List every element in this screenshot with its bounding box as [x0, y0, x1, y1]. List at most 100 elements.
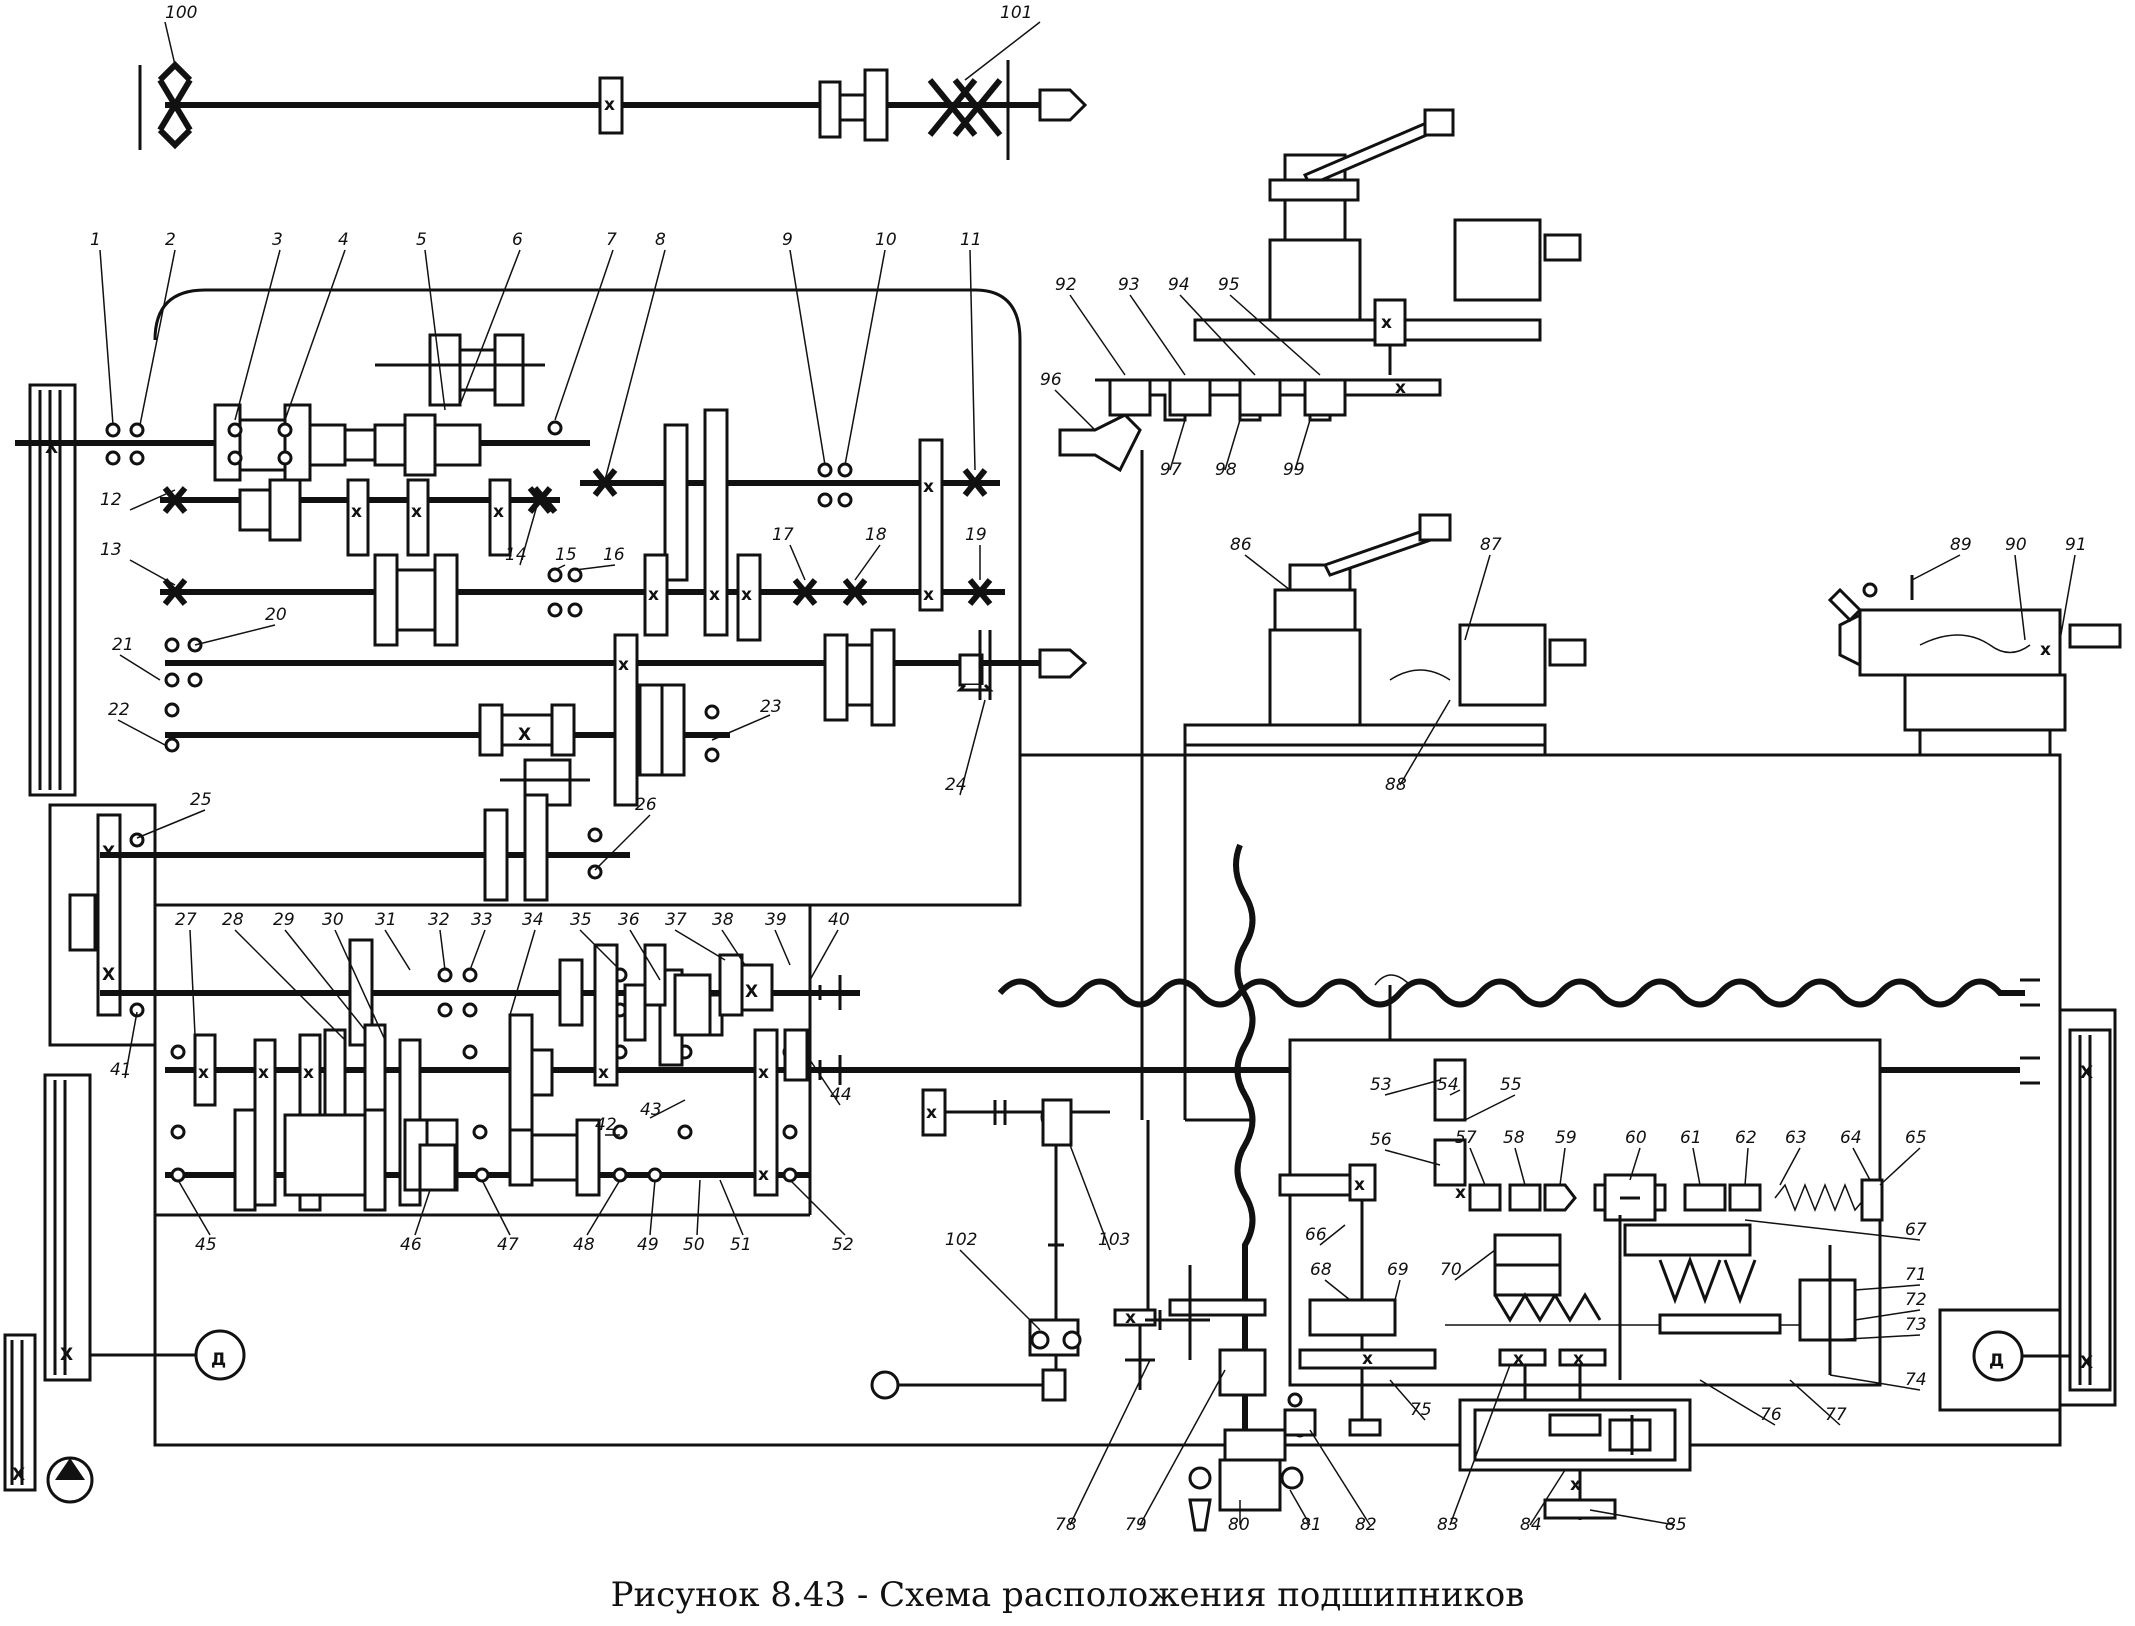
svg-text:103: 103 [1098, 1230, 1130, 1250]
svg-text:11: 11 [960, 230, 982, 250]
svg-text:67: 67 [1905, 1220, 1927, 1240]
svg-text:57: 57 [1455, 1128, 1477, 1148]
svg-text:38: 38 [712, 910, 734, 930]
svg-text:34: 34 [522, 910, 544, 930]
svg-text:x: x [1362, 1349, 1373, 1369]
svg-text:47: 47 [497, 1235, 519, 1255]
svg-text:x: x [758, 1063, 769, 1083]
bearing-100-icon [157, 60, 193, 150]
svg-text:90: 90 [2005, 535, 2027, 555]
svg-text:29: 29 [273, 910, 295, 930]
svg-text:x: x [411, 502, 422, 522]
svg-text:68: 68 [1310, 1260, 1332, 1280]
svg-text:x: x [618, 655, 629, 675]
svg-text:Д: Д [1989, 1351, 2004, 1371]
svg-text:52: 52 [832, 1235, 854, 1255]
svg-text:5: 5 [416, 230, 427, 250]
svg-text:x: x [604, 95, 615, 115]
svg-text:89: 89 [1950, 535, 1972, 555]
headstock-housing [153, 288, 2062, 1447]
svg-text:X: X [518, 725, 531, 745]
svg-text:2: 2 [165, 230, 176, 250]
svg-text:17: 17 [772, 525, 794, 545]
svg-text:56: 56 [1370, 1130, 1392, 1150]
svg-text:x: x [1381, 313, 1392, 333]
svg-text:X: X [12, 1465, 25, 1485]
svg-text:72: 72 [1905, 1290, 1927, 1310]
svg-text:20: 20 [265, 605, 287, 625]
svg-text:10: 10 [875, 230, 897, 250]
svg-text:x: x [1570, 1475, 1581, 1495]
svg-text:71: 71 [1905, 1265, 1927, 1285]
svg-text:21: 21 [112, 635, 134, 655]
headstock-gears: x x x x x x x x x X [213, 333, 1088, 902]
leader-lines [99, 21, 2076, 1526]
lead-screw [997, 974, 2040, 1085]
belt-drive-right: X X Д [1938, 1008, 2117, 1412]
callout-labels: 100 101 1 2 3 4 5 6 7 8 9 10 11 12 13 14… [90, 3, 2087, 1535]
tailstock: x [1827, 575, 2122, 757]
svg-text:85: 85 [1665, 1515, 1687, 1535]
svg-text:x: x [2040, 640, 2051, 660]
svg-text:X: X [102, 965, 115, 985]
svg-text:x: x [1354, 1175, 1365, 1195]
svg-text:26: 26 [635, 795, 657, 815]
svg-text:97: 97 [1160, 460, 1182, 480]
svg-text:53: 53 [1370, 1075, 1392, 1095]
svg-text:82: 82 [1355, 1515, 1377, 1535]
svg-text:35: 35 [570, 910, 592, 930]
svg-text:58: 58 [1503, 1128, 1525, 1148]
svg-text:9: 9 [782, 230, 793, 250]
tool-post-lower [1183, 513, 1587, 747]
svg-text:x: x [198, 1063, 209, 1083]
svg-text:4: 4 [338, 230, 349, 250]
svg-text:73: 73 [1905, 1315, 1927, 1335]
svg-text:92: 92 [1055, 275, 1077, 295]
svg-text:49: 49 [637, 1235, 659, 1255]
svg-text:74: 74 [1905, 1370, 1927, 1390]
svg-text:x: x [648, 585, 659, 605]
svg-text:X: X [2080, 1063, 2093, 1083]
svg-text:x: x [1513, 1349, 1524, 1369]
svg-text:100: 100 [165, 3, 197, 23]
svg-text:x: x [598, 1063, 609, 1083]
svg-text:59: 59 [1555, 1128, 1577, 1148]
svg-text:x: x [923, 585, 934, 605]
svg-text:8: 8 [655, 230, 666, 250]
svg-text:78: 78 [1055, 1515, 1077, 1535]
svg-text:75: 75 [1410, 1400, 1432, 1420]
svg-text:80: 80 [1228, 1515, 1250, 1535]
svg-text:x: x [926, 1103, 937, 1123]
svg-text:88: 88 [1385, 775, 1407, 795]
svg-text:45: 45 [195, 1235, 217, 1255]
svg-text:42: 42 [595, 1115, 617, 1135]
label-100: 100 [165, 3, 197, 23]
clutch-lever: x [870, 1088, 1110, 1402]
svg-text:94: 94 [1168, 275, 1190, 295]
svg-text:x: x [758, 1165, 769, 1185]
tool-post-top: x x [1058, 108, 1582, 473]
svg-text:81: 81 [1300, 1515, 1322, 1535]
svg-text:25: 25 [190, 790, 212, 810]
svg-text:66: 66 [1305, 1225, 1327, 1245]
svg-text:36: 36 [618, 910, 640, 930]
svg-text:54: 54 [1437, 1075, 1459, 1095]
motor-icon [194, 1329, 246, 1381]
svg-text:65: 65 [1905, 1128, 1927, 1148]
svg-text:86: 86 [1230, 535, 1252, 555]
svg-text:x: x [1125, 1308, 1136, 1328]
svg-text:91: 91 [2065, 535, 2087, 555]
crossed-bearings [162, 468, 993, 606]
svg-text:x: x [709, 585, 720, 605]
svg-text:28: 28 [222, 910, 244, 930]
motor-label: Д [211, 1350, 226, 1370]
label-101: 101 [1000, 3, 1032, 23]
svg-text:87: 87 [1480, 535, 1502, 555]
svg-text:51: 51 [730, 1235, 752, 1255]
svg-text:70: 70 [1440, 1260, 1462, 1280]
svg-text:98: 98 [1215, 460, 1237, 480]
svg-text:40: 40 [828, 910, 850, 930]
svg-text:7: 7 [606, 230, 617, 250]
svg-text:31: 31 [375, 910, 397, 930]
rack-shaft [1233, 843, 1256, 1290]
